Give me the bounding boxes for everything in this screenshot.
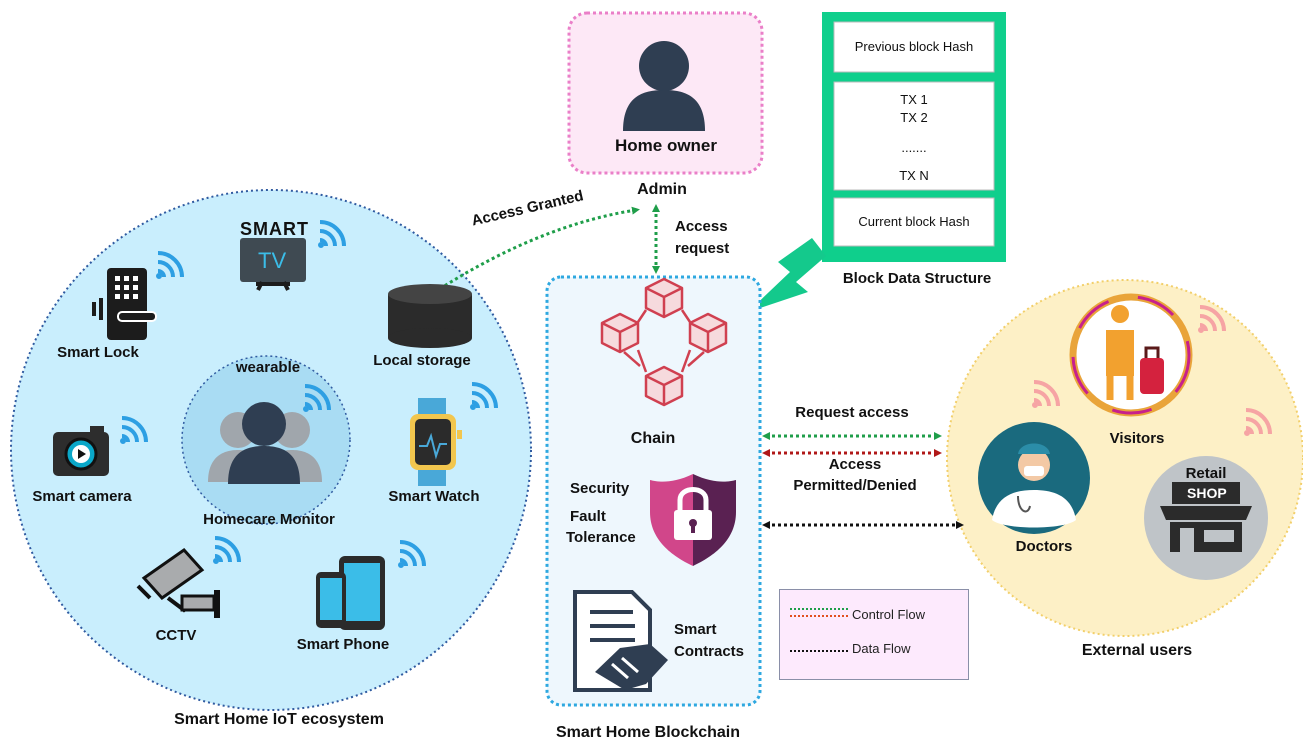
access-permitted-label-line1: Access	[828, 456, 882, 473]
smart-contracts-label-line1: Smart	[674, 621, 717, 638]
smart-lock-icon	[92, 268, 157, 340]
chain-label: Chain	[630, 430, 676, 447]
legend-control-flow-swatch	[790, 604, 848, 624]
tx-ellipsis-label: .......	[901, 140, 927, 155]
previous-hash-cell	[833, 21, 995, 73]
smart-camera-label: Smart camera	[32, 488, 132, 505]
fault-tolerance-label-line1: Fault	[570, 508, 606, 525]
smart-watch-icon	[410, 398, 462, 486]
smart-watch-label: Smart Watch	[388, 488, 480, 505]
current-hash-label: Current block Hash	[858, 214, 970, 229]
legend-data-flow-swatch	[790, 642, 848, 662]
doctors-icon	[978, 422, 1090, 534]
home-owner-label: Home owner	[614, 136, 718, 155]
request-access-label: Request access	[795, 404, 909, 421]
smart-camera-icon	[53, 426, 109, 476]
smart-phone-icon	[316, 556, 385, 630]
fault-tolerance-label-line2: Tolerance	[566, 529, 636, 546]
access-permitted-label-line2: Permitted/Denied	[793, 477, 917, 494]
tx-cell	[833, 81, 995, 191]
wearable-label: wearable	[235, 359, 301, 376]
shop-sign-label: SHOP	[1187, 485, 1227, 501]
legend-control-flow-label: Control Flow	[852, 607, 925, 622]
cctv-label: CCTV	[155, 627, 197, 644]
security-label: Security	[570, 480, 630, 497]
smart-lock-label: Smart Lock	[57, 344, 139, 361]
smart-tv-screen-label: TV	[258, 248, 287, 273]
legend-box: Control Flow Data Flow	[779, 589, 969, 680]
smart-tv-brand-label: SMART	[240, 219, 309, 239]
local-storage-icon	[388, 284, 472, 348]
blockchain-title: Smart Home Blockchain	[555, 724, 741, 741]
security-shield-icon	[650, 474, 736, 566]
visitors-label: Visitors	[1109, 430, 1165, 447]
previous-hash-label: Previous block Hash	[854, 39, 974, 54]
block-pointer-arrow	[748, 238, 826, 312]
retail-shop-icon	[1144, 456, 1268, 580]
visitors-icon	[1069, 293, 1193, 417]
legend-data-flow-label: Data Flow	[852, 641, 911, 656]
chain-icon	[600, 277, 728, 407]
retail-label: Retail	[1185, 465, 1227, 482]
txn-label: TX N	[899, 168, 929, 183]
external-users-title: External users	[1081, 642, 1193, 659]
admin-label: Admin	[637, 181, 687, 198]
home-owner-icon	[623, 41, 705, 131]
smart-phone-label: Smart Phone	[296, 636, 390, 653]
access-request-label-line1: Access	[675, 218, 728, 235]
local-storage-label: Local storage	[373, 352, 471, 369]
tx1-label: TX 1	[900, 92, 928, 107]
access-request-label-line2: request	[675, 240, 730, 257]
block-structure-title: Block Data Structure	[842, 270, 992, 287]
smart-contracts-icon	[573, 590, 668, 692]
doctors-label: Doctors	[1015, 538, 1073, 555]
current-hash-cell	[833, 197, 995, 247]
homecare-monitor-icon	[208, 402, 322, 484]
tx2-label: TX 2	[900, 110, 928, 125]
smart-tv-icon	[240, 238, 306, 291]
smart-contracts-label-line2: Contracts	[674, 643, 745, 660]
ecosystem-title: Smart Home IoT ecosystem	[174, 711, 384, 728]
homecare-monitor-label: Homecare Monitor	[203, 511, 335, 528]
cctv-icon	[136, 548, 220, 618]
